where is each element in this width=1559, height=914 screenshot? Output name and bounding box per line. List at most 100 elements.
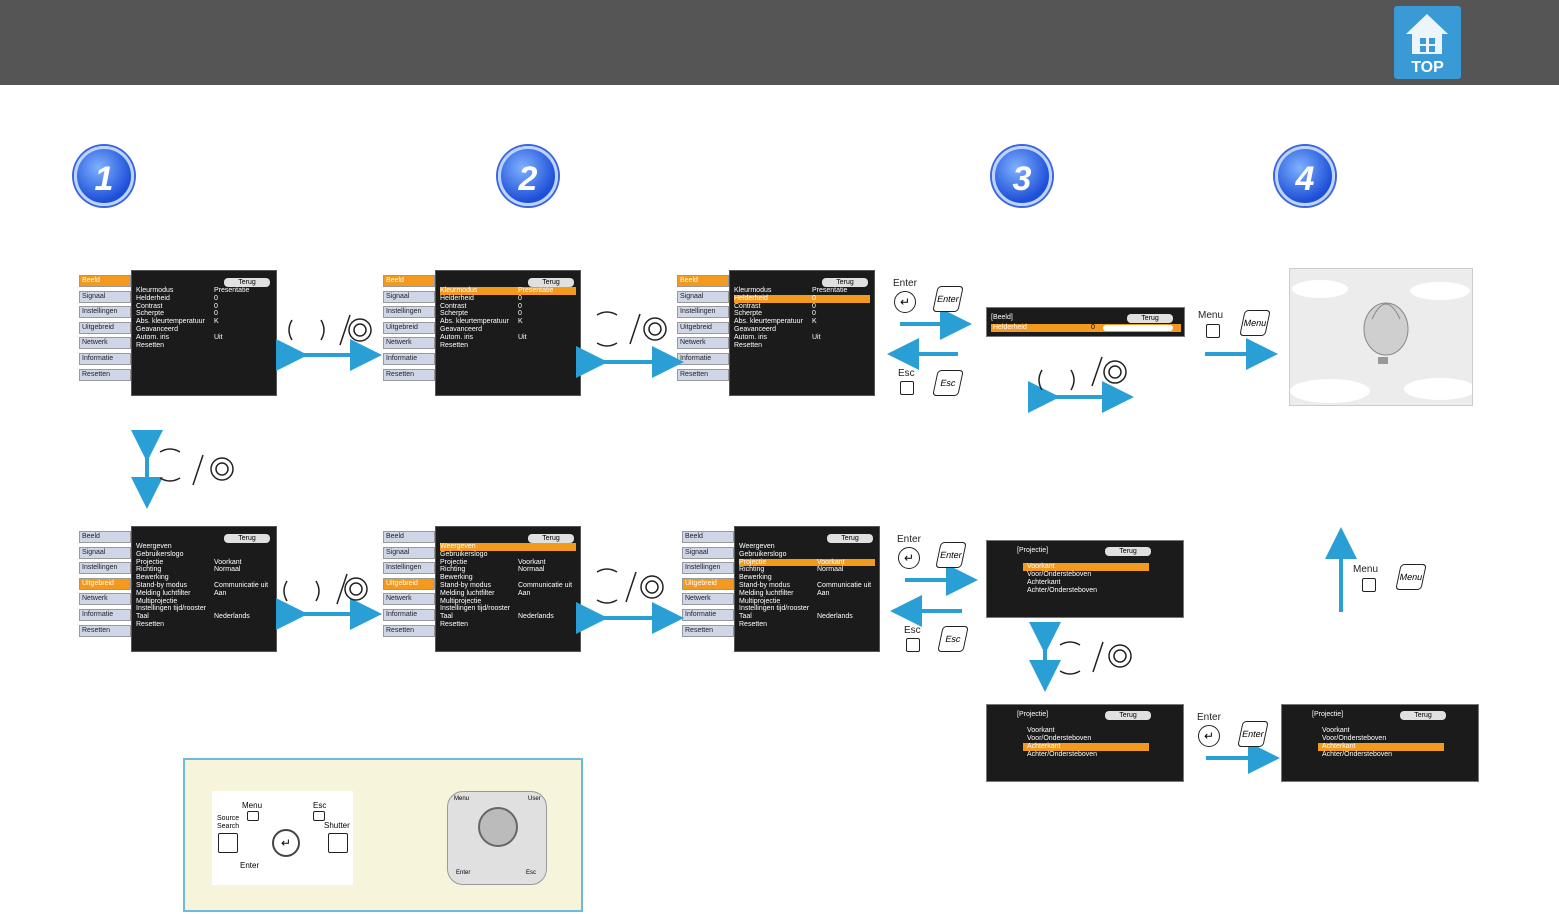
sidebar-item-resetten[interactable]: Resetten — [383, 368, 435, 381]
menu-row[interactable]: Instellingen tijd/rooster — [739, 605, 875, 613]
slider-track[interactable] — [1103, 325, 1173, 331]
sidebar-item-netwerk[interactable]: Netwerk — [677, 337, 729, 350]
projectie-option[interactable]: Achter/Ondersteboven — [1027, 587, 1098, 594]
projectie-option[interactable]: Achter/Ondersteboven — [1027, 751, 1098, 758]
sidebar-item-netwerk[interactable]: Netwerk — [383, 337, 435, 350]
remote-dpad[interactable] — [478, 807, 518, 847]
menu-key-1[interactable]: Menu — [1239, 310, 1271, 336]
menu-button-1[interactable] — [1206, 324, 1220, 338]
esc-button-2[interactable] — [906, 638, 920, 652]
terug-button[interactable]: Terug — [1400, 711, 1446, 720]
terug-button[interactable]: Terug — [224, 534, 270, 543]
sidebar-item-uitgebreid[interactable]: Uitgebreid — [383, 577, 435, 590]
menu-row[interactable]: Resetten — [136, 621, 272, 629]
menu-row[interactable]: Weergeven — [739, 543, 875, 551]
menu-row[interactable]: Weergeven — [136, 543, 272, 551]
menu-row[interactable]: Gebruikerslogo — [739, 551, 875, 559]
menu-row[interactable]: Multiprojectie — [136, 598, 272, 606]
menu-row[interactable]: Instellingen tijd/rooster — [136, 605, 272, 613]
menu-button-2[interactable] — [1362, 578, 1376, 592]
sidebar-item-netwerk[interactable]: Netwerk — [79, 593, 131, 606]
enter-key-2[interactable]: Enter — [935, 542, 967, 568]
projectie-option[interactable]: Voor/Ondersteboven — [1027, 571, 1092, 578]
top-home-button[interactable]: TOP — [1394, 6, 1461, 79]
menu-row[interactable]: Resetten — [440, 621, 576, 629]
enter-key-1[interactable]: Enter — [932, 286, 964, 312]
sidebar-item-informatie[interactable]: Informatie — [383, 609, 435, 621]
terug-button[interactable]: Terug — [1127, 314, 1173, 323]
sidebar-item-signaal[interactable]: Signaal — [677, 290, 729, 303]
menu-row[interactable]: Instellingen tijd/rooster — [440, 605, 576, 613]
sidebar-item-uitgebreid[interactable]: Uitgebreid — [79, 321, 131, 334]
sidebar-item-signaal[interactable]: Signaal — [79, 290, 131, 303]
esc-key[interactable] — [313, 811, 325, 821]
sidebar-item-instellingen[interactable]: Instellingen — [79, 562, 131, 575]
projectie-option[interactable]: Achter/Ondersteboven — [1322, 751, 1393, 758]
sidebar-item-resetten[interactable]: Resetten — [677, 368, 729, 381]
sidebar-item-beeld[interactable]: Beeld — [383, 275, 435, 287]
sidebar-item-instellingen[interactable]: Instellingen — [79, 306, 131, 319]
projectie-option[interactable]: Achterkant — [1318, 743, 1444, 751]
sidebar-item-informatie[interactable]: Informatie — [79, 353, 131, 365]
menu-row[interactable]: Multiprojectie — [739, 598, 875, 606]
menu-row[interactable]: Geavanceerd — [440, 326, 576, 334]
sidebar-item-instellingen[interactable]: Instellingen — [383, 306, 435, 319]
esc-key-1[interactable]: Esc — [932, 370, 964, 396]
sidebar-item-beeld[interactable]: Beeld — [79, 531, 131, 543]
sidebar-item-resetten[interactable]: Resetten — [79, 624, 131, 637]
sidebar-item-informatie[interactable]: Informatie — [79, 609, 131, 621]
source-search-key[interactable] — [218, 833, 238, 853]
projectie-option[interactable]: Voor/Ondersteboven — [1322, 735, 1387, 742]
menu-row[interactable]: Multiprojectie — [440, 598, 576, 606]
esc-button-1[interactable] — [900, 381, 914, 395]
sidebar-item-instellingen[interactable]: Instellingen — [383, 562, 435, 575]
sidebar-item-signaal[interactable]: Signaal — [79, 546, 131, 559]
sidebar-item-netwerk[interactable]: Netwerk — [79, 337, 131, 350]
menu-row[interactable]: Resetten — [739, 621, 875, 629]
sidebar-item-uitgebreid[interactable]: Uitgebreid — [383, 321, 435, 334]
sidebar-item-informatie[interactable]: Informatie — [383, 353, 435, 365]
shutter-key[interactable] — [328, 833, 348, 853]
terug-button[interactable]: Terug — [528, 534, 574, 543]
enter-key-3[interactable]: Enter — [1237, 721, 1269, 747]
sidebar-item-beeld[interactable]: Beeld — [79, 275, 131, 287]
terug-button[interactable]: Terug — [1105, 711, 1151, 720]
menu-row[interactable]: Gebruikerslogo — [440, 551, 576, 559]
terug-button[interactable]: Terug — [822, 278, 868, 287]
sidebar-item-beeld[interactable]: Beeld — [682, 531, 734, 543]
projectie-option[interactable]: Achterkant — [1023, 743, 1149, 751]
menu-row[interactable]: Resetten — [440, 342, 576, 350]
menu-key[interactable] — [247, 811, 259, 821]
menu-row[interactable]: Bewerking — [440, 574, 576, 582]
sidebar-item-informatie[interactable]: Informatie — [677, 353, 729, 365]
projectie-option[interactable]: Voorkant — [1322, 727, 1350, 734]
menu-row[interactable]: Gebruikerslogo — [136, 551, 272, 559]
sidebar-item-instellingen[interactable]: Instellingen — [682, 562, 734, 575]
